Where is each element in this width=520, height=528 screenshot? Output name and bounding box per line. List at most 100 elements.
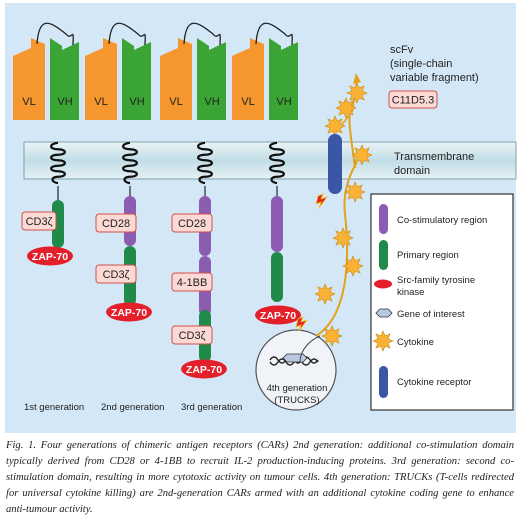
legend-box bbox=[370, 193, 514, 411]
legend-cytokine-swatch bbox=[372, 330, 394, 352]
vl-domain bbox=[13, 38, 45, 120]
label-cd3z-gen1-text: CD3ζ bbox=[26, 216, 53, 228]
vl-domain bbox=[85, 38, 117, 120]
legend-src-label-line2: kinase bbox=[397, 287, 424, 298]
zap70-gen2: ZAP-70 bbox=[106, 302, 152, 322]
cytokine-mark-2 bbox=[314, 283, 336, 305]
vl-label: VL bbox=[94, 96, 107, 108]
cytokine-receptor bbox=[328, 134, 342, 194]
label-gen2: 2nd generation bbox=[101, 402, 164, 413]
vh-domain bbox=[197, 38, 226, 120]
label-cd28-gen3-box bbox=[171, 213, 213, 233]
cytokine-mark-1 bbox=[321, 325, 343, 347]
cytokine-mark-8 bbox=[335, 97, 357, 119]
label-gen3: 3rd generation bbox=[181, 402, 242, 413]
vh-domain bbox=[50, 38, 79, 120]
zap70-gen1-text: ZAP-70 bbox=[32, 251, 68, 263]
label-transmembrane-line2: domain bbox=[394, 165, 430, 177]
gen4-costim-region bbox=[271, 196, 283, 252]
car-receptor-1: VL VH bbox=[13, 22, 79, 120]
legend-cytokine-label: Cytokine bbox=[397, 337, 434, 348]
label-cd3z-gen1-box bbox=[21, 211, 57, 231]
label-cd28-gen2-text: CD28 bbox=[102, 218, 130, 230]
label-cd28-gen2-box bbox=[95, 213, 137, 233]
cytokine-mark-5 bbox=[344, 181, 366, 203]
gene-arrow bbox=[299, 335, 321, 363]
label-c11d53: C11D5.3 bbox=[388, 90, 438, 109]
vh-label: VH bbox=[204, 96, 219, 108]
label-trucks-line2: (TRUCKS) bbox=[274, 395, 319, 406]
linker-loop bbox=[36, 22, 74, 46]
cytokine-mark-7 bbox=[324, 115, 346, 137]
cytokine-mark-9 bbox=[346, 82, 368, 104]
gen4-primary-region bbox=[271, 252, 283, 302]
label-cd3z-gen3: CD3ζ bbox=[171, 325, 213, 345]
vh-label: VH bbox=[129, 96, 144, 108]
zap70-gen2-text: ZAP-70 bbox=[111, 307, 147, 319]
cytokine-mark-6 bbox=[351, 144, 373, 166]
legend-receptor-swatch bbox=[379, 366, 388, 398]
cytokine-mark-4 bbox=[332, 227, 354, 249]
car-receptor-2: VL VH bbox=[85, 22, 151, 120]
label-cd3z-gen1: CD3ζ bbox=[21, 211, 57, 231]
legend-costim-label: Co-stimulatory region bbox=[397, 215, 487, 226]
linker-loop bbox=[183, 22, 221, 46]
signal-bolt-receptor bbox=[315, 193, 329, 209]
label-gen1: 1st generation bbox=[24, 402, 84, 413]
zap70-gen3: ZAP-70 bbox=[181, 359, 227, 379]
label-transmembrane-line1: Transmembrane bbox=[394, 151, 474, 163]
cytokine-arrowhead bbox=[353, 73, 361, 84]
vl-domain bbox=[232, 38, 264, 120]
vl-label: VL bbox=[241, 96, 254, 108]
linker-loop bbox=[108, 22, 146, 46]
label-cd3z-gen2-text: CD3ζ bbox=[103, 269, 130, 281]
vl-label: VL bbox=[22, 96, 35, 108]
vl-domain bbox=[160, 38, 192, 120]
cytokine-mark-3 bbox=[342, 255, 364, 277]
vh-domain bbox=[269, 38, 298, 120]
cytokine-path bbox=[315, 161, 358, 337]
label-cd3z-gen2: CD3ζ bbox=[95, 264, 137, 284]
vh-domain bbox=[122, 38, 151, 120]
trucks-cell bbox=[255, 329, 337, 411]
label-41bb-gen3: 4-1BB bbox=[171, 272, 213, 292]
linker-loop bbox=[255, 22, 293, 46]
label-trucks-line1: 4th generation bbox=[267, 383, 328, 394]
zap70-gen1-shape bbox=[27, 246, 73, 266]
signal-bolt-zap bbox=[295, 316, 309, 332]
gene-of-interest-icon bbox=[282, 353, 308, 363]
vh-label: VH bbox=[276, 96, 291, 108]
label-scfv-line2: (single-chain bbox=[390, 58, 452, 70]
legend-primary-label: Primary region bbox=[397, 250, 459, 261]
label-41bb-gen3-box bbox=[171, 272, 213, 292]
label-cd28-gen3-text: CD28 bbox=[178, 218, 206, 230]
label-cd3z-gen3-box bbox=[171, 325, 213, 345]
legend-src-label-line1: Src-family tyrosine bbox=[397, 275, 475, 286]
zap70-gen4-shape bbox=[255, 305, 301, 325]
car-receptor-4: VL VH bbox=[232, 22, 298, 120]
zap70-gen4-text: ZAP-70 bbox=[260, 310, 296, 322]
legend-src-swatch bbox=[374, 279, 392, 289]
figure-caption: Fig. 1. Four generations of chimeric ant… bbox=[6, 440, 514, 515]
vh-label: VH bbox=[57, 96, 72, 108]
zap70-gen2-shape bbox=[106, 302, 152, 322]
label-scfv-line3: variable fragment) bbox=[390, 72, 479, 84]
label-scfv-line1: scFv bbox=[390, 44, 414, 56]
vl-label: VL bbox=[169, 96, 182, 108]
label-41bb-gen3-text: 4-1BB bbox=[177, 277, 208, 289]
label-cd3z-gen3-text: CD3ζ bbox=[179, 330, 206, 342]
label-c11d53-box bbox=[388, 90, 438, 109]
label-cd28-gen3: CD28 bbox=[171, 213, 213, 233]
legend-costim-swatch bbox=[379, 204, 388, 234]
label-c11d53-text: C11D5.3 bbox=[392, 95, 435, 107]
legend-gene-swatch bbox=[375, 308, 393, 318]
label-cd3z-gen2-box bbox=[95, 264, 137, 284]
legend-gene-label: Gene of interest bbox=[397, 309, 465, 320]
legend-receptor-label: Cytokine receptor bbox=[397, 377, 471, 388]
zap70-gen4: ZAP-70 bbox=[255, 305, 301, 325]
label-cd28-gen2: CD28 bbox=[95, 213, 137, 233]
zap70-gen1: ZAP-70 bbox=[27, 246, 73, 266]
zap70-gen3-text: ZAP-70 bbox=[186, 364, 222, 376]
legend-primary-swatch bbox=[379, 240, 388, 270]
